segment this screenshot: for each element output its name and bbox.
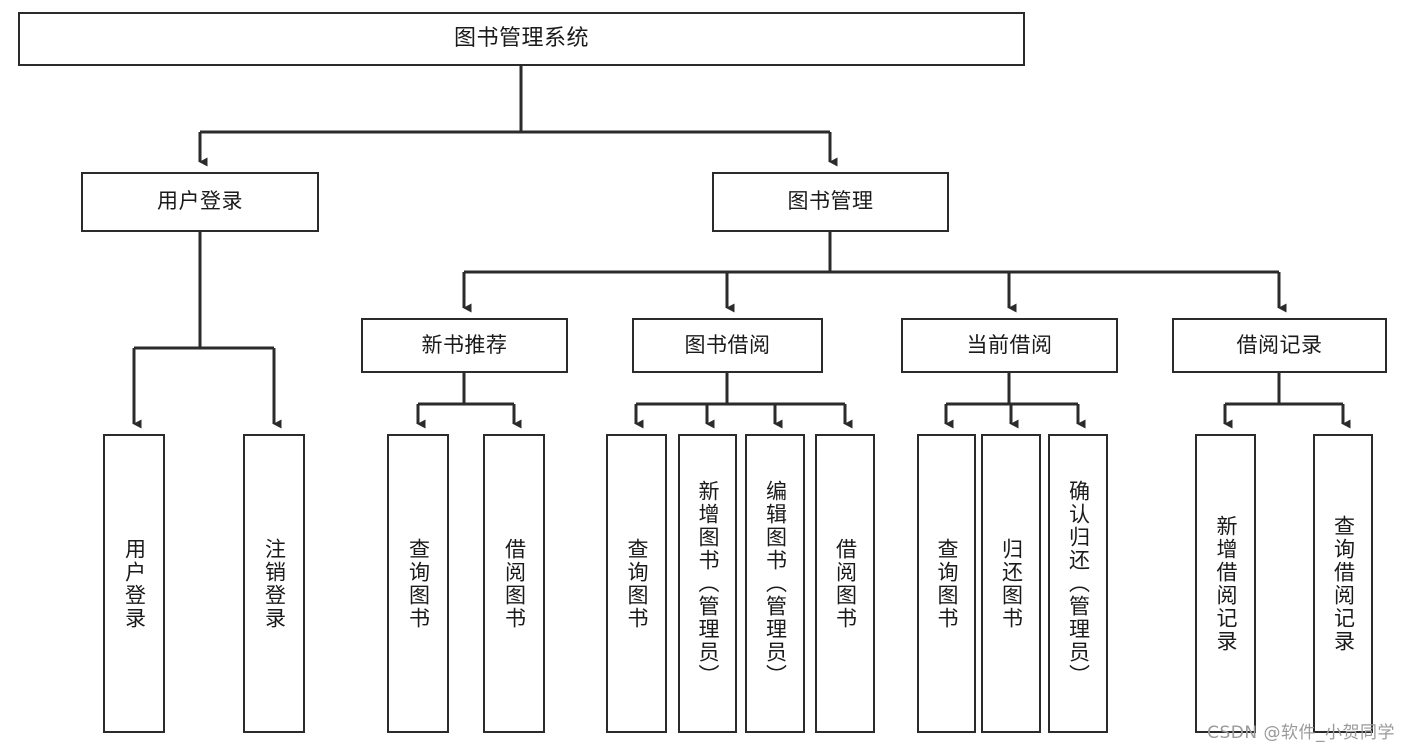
node-book-management-label: 图书管理: [787, 189, 874, 214]
node-leaf-borrow-book-label: 借阅图书: [833, 537, 858, 630]
edge-bookmgmt-to-level3: [462, 232, 1287, 313]
edge-root-to-level2: [198, 66, 838, 167]
node-book-borrow[interactable]: 图书借阅: [632, 318, 823, 373]
node-leaf-logout-login[interactable]: 注销登录: [243, 434, 305, 733]
node-book-borrow-label: 图书借阅: [684, 332, 771, 357]
node-leaf-add-borrow-record-label: 新增借阅记录: [1214, 514, 1238, 653]
node-leaf-edit-book-admin-label: 编辑图书（管理员）: [763, 480, 788, 687]
edge-bookborrow-to-leaves: [634, 373, 853, 429]
node-borrow-records[interactable]: 借阅记录: [1172, 318, 1387, 373]
node-leaf-confirm-return-admin-label: 确认归还（管理员）: [1066, 480, 1091, 687]
node-leaf-query-book-recommend[interactable]: 查询图书: [387, 434, 449, 733]
node-leaf-query-book-current[interactable]: 查询图书: [917, 434, 976, 733]
node-book-management[interactable]: 图书管理: [712, 172, 949, 232]
node-current-borrow-label: 当前借阅: [966, 332, 1053, 357]
node-leaf-add-book-admin-label: 新增图书（管理员）: [696, 480, 720, 687]
node-leaf-query-book-borrow-label: 查询图书: [625, 537, 649, 630]
node-leaf-add-book-admin[interactable]: 新增图书（管理员）: [678, 434, 737, 733]
edge-userlogin-to-leaves: [132, 232, 282, 429]
node-leaf-query-borrow-record-label: 查询借阅记录: [1331, 514, 1356, 653]
node-leaf-add-borrow-record[interactable]: 新增借阅记录: [1195, 434, 1256, 733]
node-leaf-borrow-book-recommend[interactable]: 借阅图书: [483, 434, 545, 733]
node-leaf-query-borrow-record[interactable]: 查询借阅记录: [1313, 434, 1373, 733]
node-root-label: 图书管理系统: [453, 25, 589, 51]
node-leaf-confirm-return-admin[interactable]: 确认归还（管理员）: [1048, 434, 1108, 733]
node-leaf-query-book-recommend-label: 查询图书: [406, 537, 431, 630]
node-borrow-records-label: 借阅记录: [1236, 332, 1323, 357]
node-leaf-borrow-book[interactable]: 借阅图书: [815, 434, 875, 733]
node-leaf-user-login[interactable]: 用户登录: [103, 434, 165, 733]
watermark-text: CSDN @软件_小贺同学: [1207, 723, 1395, 743]
node-current-borrow[interactable]: 当前借阅: [901, 318, 1118, 373]
node-leaf-query-book-borrow[interactable]: 查询图书: [606, 434, 667, 733]
node-new-book-recommend-label: 新书推荐: [421, 332, 508, 357]
node-leaf-edit-book-admin[interactable]: 编辑图书（管理员）: [745, 434, 805, 733]
node-leaf-borrow-book-recommend-label: 借阅图书: [502, 537, 527, 630]
edge-currentborrow-to-leaves: [944, 373, 1086, 429]
node-leaf-logout-login-label: 注销登录: [262, 537, 287, 630]
node-leaf-return-book[interactable]: 归还图书: [981, 434, 1041, 733]
edge-borrowrecords-to-leaves: [1223, 373, 1351, 429]
node-new-book-recommend[interactable]: 新书推荐: [361, 318, 568, 373]
node-user-login-label: 用户登录: [157, 189, 243, 214]
node-leaf-return-book-label: 归还图书: [999, 537, 1024, 630]
node-leaf-user-login-label: 用户登录: [122, 537, 147, 630]
node-root[interactable]: 图书管理系统: [18, 12, 1025, 66]
node-leaf-query-book-current-label: 查询图书: [935, 537, 959, 630]
node-user-login[interactable]: 用户登录: [81, 172, 319, 232]
edge-recommend-to-leaves: [416, 373, 522, 429]
